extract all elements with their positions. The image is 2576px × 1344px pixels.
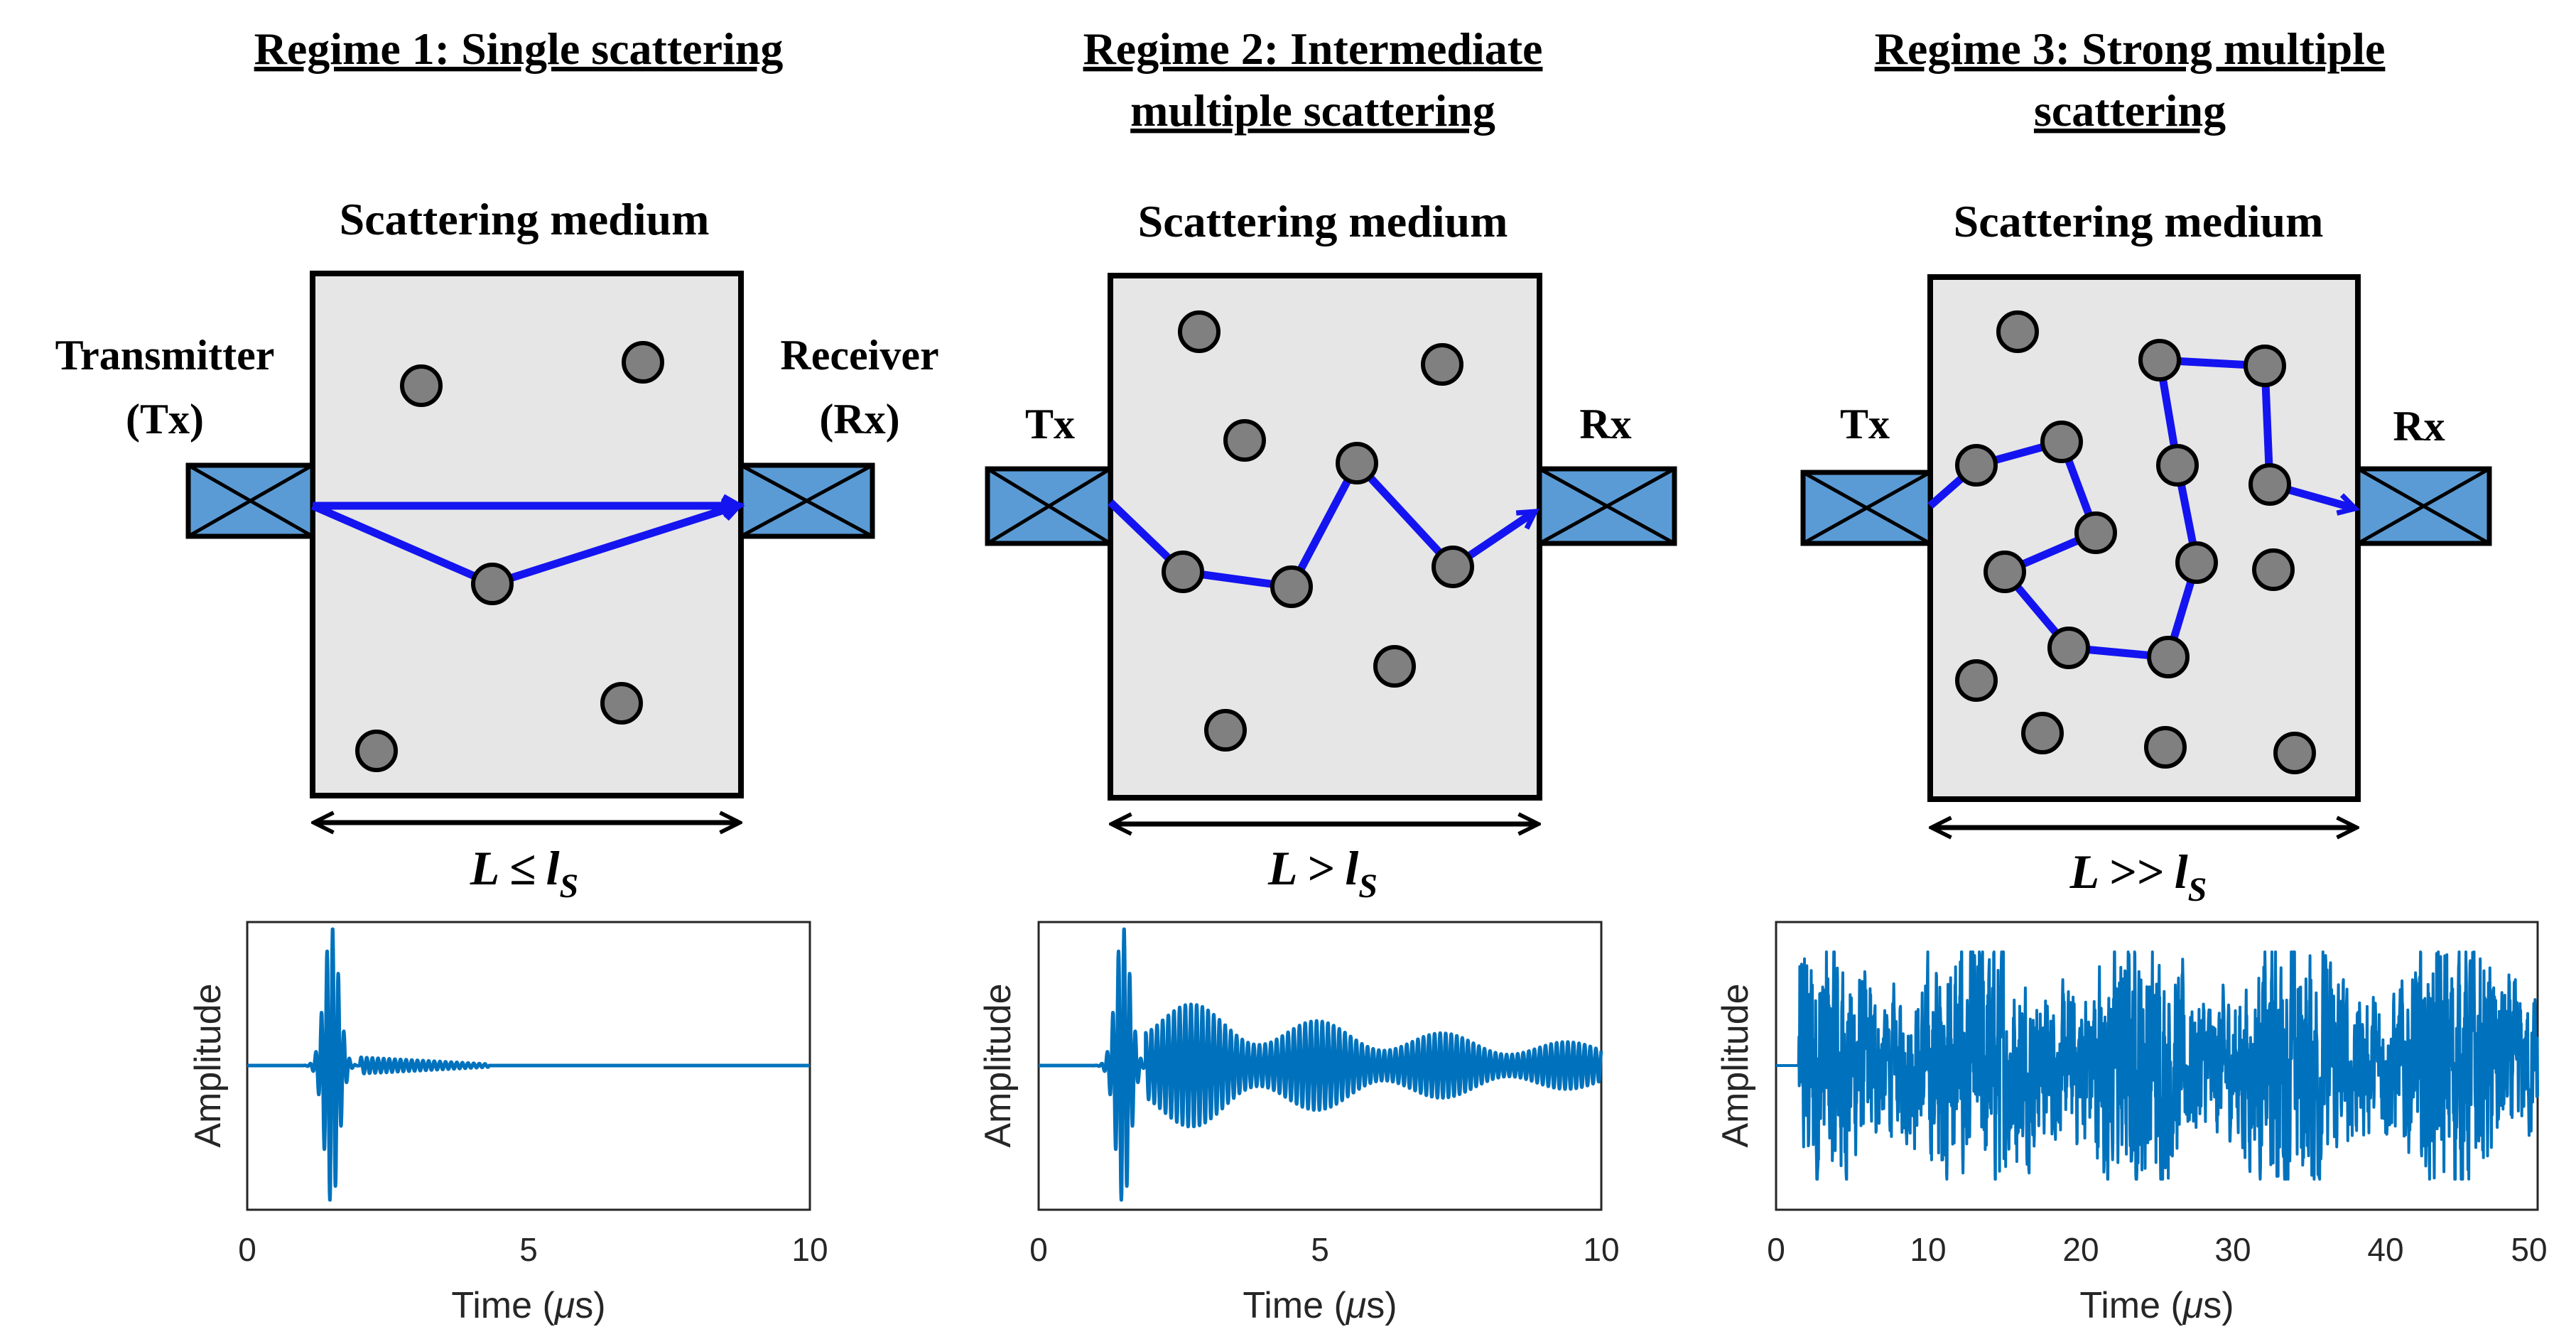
signal-chart: 0 10 20 30 40 50 Time (μs) Amplitude xyxy=(1715,921,2548,1326)
scatterer xyxy=(1996,310,2039,353)
scatterers xyxy=(1955,310,2316,774)
signal-trace xyxy=(1775,950,2539,1181)
medium-label: Scattering medium xyxy=(1138,196,1508,246)
panel-title-line-2: scattering xyxy=(2034,85,2226,136)
panel-title-line-2: multiple scattering xyxy=(1130,85,1495,136)
scatterer xyxy=(2040,421,2083,463)
scattering-medium xyxy=(1108,273,1542,801)
scatterer xyxy=(1373,645,1416,688)
length-condition: L>lS xyxy=(1267,841,1378,905)
scatterer xyxy=(1955,659,1998,702)
scatterer xyxy=(1336,442,1378,484)
x-tick-label: 5 xyxy=(1311,1231,1329,1268)
medium-label: Scattering medium xyxy=(340,194,710,244)
signal-chart: 0 5 10 Time (μs) Amplitude xyxy=(978,921,1620,1326)
x-tick-label: 40 xyxy=(2367,1231,2403,1268)
scatterer xyxy=(2175,541,2218,584)
transmitter-transducer xyxy=(185,462,315,539)
scatterer xyxy=(622,341,664,384)
x-tick-label: 0 xyxy=(1029,1231,1048,1268)
panel-regime-2: Regime 2: Intermediate multiple scatteri… xyxy=(978,23,1677,1326)
x-tick-label: 10 xyxy=(791,1231,828,1268)
scatterer xyxy=(2244,345,2286,387)
x-tick-label: 0 xyxy=(238,1231,256,1268)
scatterer xyxy=(2273,732,2316,774)
panel-title: Regime 3: Strong multiple xyxy=(1875,23,2386,74)
signal-chart: 0 5 10 Time (μs) Amplitude xyxy=(188,921,828,1326)
scatterer xyxy=(2147,636,2190,678)
transmitter-label: Tx xyxy=(1840,401,1890,448)
transmitter-transducer xyxy=(985,466,1113,546)
x-tick-label: 30 xyxy=(2214,1231,2251,1268)
length-condition: L>>lS xyxy=(2069,845,2207,909)
scatterer xyxy=(355,730,398,772)
x-axis-label: Time (μs) xyxy=(2079,1285,2234,1326)
scatterer xyxy=(2252,548,2295,591)
panel-regime-3: Regime 3: Strong multiple scattering Sca… xyxy=(1715,23,2548,1326)
scatterers xyxy=(355,341,664,772)
scatterer xyxy=(1223,419,1266,462)
receiver-transducer xyxy=(1537,466,1677,546)
x-tick-label: 20 xyxy=(2062,1231,2099,1268)
transmitter-transducer xyxy=(1800,470,1933,546)
scatterer xyxy=(1432,546,1474,588)
y-axis-label: Amplitude xyxy=(1715,983,1756,1147)
scatterer xyxy=(2074,511,2117,554)
x-axis-label: Time (μs) xyxy=(1243,1285,1397,1326)
x-tick-label: 5 xyxy=(519,1231,538,1268)
scatterer xyxy=(2144,726,2187,769)
scatterer xyxy=(2156,444,2199,487)
medium-label: Scattering medium xyxy=(1954,196,2324,246)
scatterers xyxy=(1162,310,1474,752)
scatterer xyxy=(1984,551,2026,593)
scatterer xyxy=(1270,565,1313,608)
receiver-label: Rx xyxy=(1579,401,1631,448)
x-tick-label: 0 xyxy=(1767,1231,1785,1268)
receiver-transducer xyxy=(2355,466,2492,546)
scatterer xyxy=(600,682,643,725)
scatterer xyxy=(1204,709,1247,752)
length-condition: L≤lS xyxy=(470,841,578,905)
scatterer xyxy=(2021,712,2064,754)
scatterer xyxy=(2248,463,2291,506)
panel-title: Regime 1: Single scattering xyxy=(254,23,784,74)
x-axis-label: Time (μs) xyxy=(451,1285,605,1326)
receiver-label: Rx xyxy=(2393,403,2445,450)
panel-title: Regime 2: Intermediate xyxy=(1083,23,1543,74)
scatterer xyxy=(1421,343,1463,386)
scatterer xyxy=(2138,339,2181,381)
scatterer xyxy=(471,563,514,605)
transmitter-label-abbr: (Tx) xyxy=(126,396,204,443)
receiver-transducer xyxy=(738,462,875,539)
transmitter-label: Transmitter xyxy=(55,332,275,379)
panel-regime-1: Regime 1: Single scattering Scattering m… xyxy=(55,23,939,1326)
scatterer xyxy=(1955,444,1998,487)
x-tick-label: 10 xyxy=(1910,1231,1946,1268)
signal-trace xyxy=(245,927,812,1202)
scatterer xyxy=(400,364,443,407)
receiver-label: Receiver xyxy=(780,332,938,379)
y-axis-label: Amplitude xyxy=(188,983,229,1147)
transmitter-label: Tx xyxy=(1025,401,1075,448)
scatterer xyxy=(2047,627,2090,669)
receiver-label-abbr: (Rx) xyxy=(819,396,899,443)
scatterer xyxy=(1178,310,1221,353)
signal-trace xyxy=(1037,927,1603,1202)
scatterer xyxy=(1162,551,1204,593)
y-axis-label: Amplitude xyxy=(978,983,1019,1147)
x-tick-label: 10 xyxy=(1583,1231,1619,1268)
x-tick-label: 50 xyxy=(2511,1231,2547,1268)
